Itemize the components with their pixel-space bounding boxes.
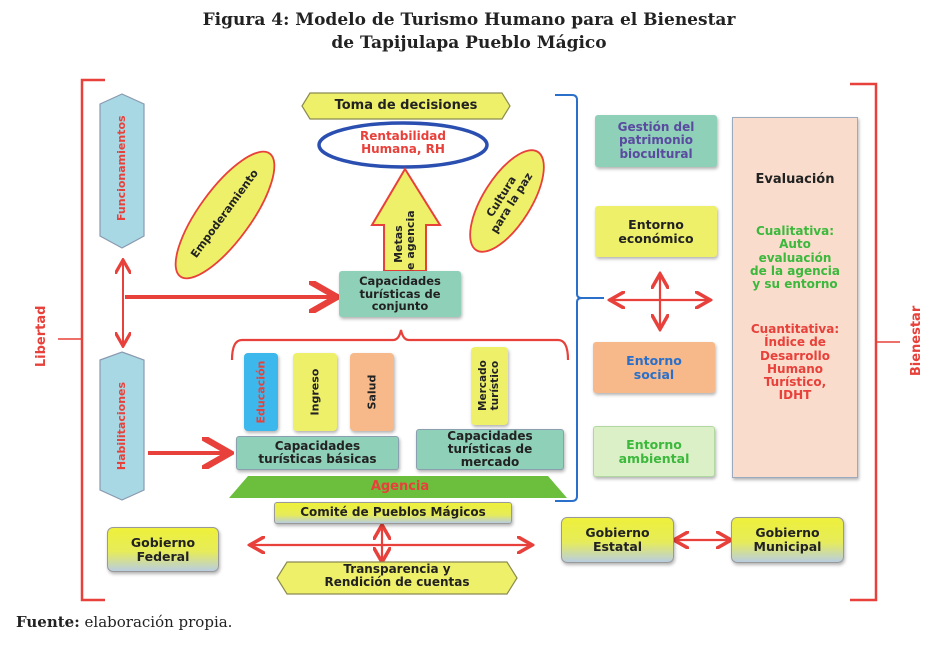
gobierno-federal-box: Gobierno Federal: [107, 527, 219, 572]
entorno-ambiental-box: Entorno ambiental: [593, 426, 715, 477]
mercado-turistico-label: Mercado turístico: [476, 360, 501, 412]
evaluacion-heading: Evaluación: [755, 172, 835, 187]
estatal-line2: Estatal: [592, 539, 643, 554]
capacidades-mercado-line1: Capacidades: [447, 428, 533, 443]
cualitativa-line2: Auto: [779, 237, 811, 252]
pillar-salud-label: Salud: [364, 374, 378, 410]
entorno-social-box: Entorno social: [593, 342, 715, 393]
gestion-line2: patrimonio: [618, 133, 694, 148]
gestion-patrimonio-box: Gestión del patrimonio biocultural: [595, 115, 717, 167]
habilitaciones-shape: [99, 351, 145, 501]
capacidades-conjunto-line2: turísticas de: [359, 286, 441, 301]
gobierno-estatal-box: Gobierno Estatal: [561, 517, 674, 563]
cualitativa-block: Cualitativa: Auto evaluación de la agenc…: [750, 225, 840, 291]
cuantitativa-line3: Desarrollo: [760, 348, 830, 363]
libertad-label: Libertad: [33, 305, 49, 368]
habilitaciones-label: Habilitaciones: [114, 381, 128, 471]
municipal-line2: Municipal: [753, 539, 822, 554]
capacidades-conjunto-line3: conjunto: [371, 299, 429, 314]
pillar-ingreso-label: Ingreso: [307, 368, 321, 416]
capacidades-mercado-box: Capacidades turísticas de mercado: [416, 429, 564, 470]
capacidades-mercado-line3: mercado: [460, 455, 520, 470]
mercado-line2: turístico: [488, 361, 501, 411]
toma-decisiones-label: Toma de decisiones: [334, 98, 478, 113]
rentabilidad-line2: Humana, RH: [361, 142, 445, 157]
social-line1: Entorno: [626, 352, 682, 368]
capacidades-basicas-line2: turísticas básicas: [258, 452, 377, 466]
capacidades-conjunto-box: Capacidades turísticas de conjunto: [339, 271, 461, 317]
transparencia-shape: [276, 561, 518, 595]
cultura-ellipse: [469, 149, 545, 253]
rentabilidad-ellipse: [317, 121, 489, 169]
funcionamientos-shape: [99, 93, 145, 249]
mercado-line1: Mercado: [476, 360, 489, 412]
cuantitativa-line6: IDHT: [778, 388, 812, 403]
capacidades-basicas-box: Capacidades turísticas básicas: [236, 436, 399, 470]
pillar-mercado-turistico: Mercado turístico: [471, 347, 508, 425]
social-line2: social: [633, 366, 675, 382]
entorno-economico-box: Entorno económico: [595, 206, 717, 257]
cualitativa-line1: Cualitativa:: [755, 224, 835, 239]
gestion-line3: biocultural: [619, 146, 693, 161]
pillars-bracket: [230, 329, 570, 361]
estatal-line1: Gobierno: [585, 525, 650, 541]
comite-box: Comité de Pueblos Mágicos: [274, 502, 512, 524]
empoderamiento-ellipse: [174, 150, 276, 280]
source-label: Fuente:: [16, 613, 80, 631]
transparencia-line1: Transparencia y: [343, 562, 451, 576]
figure-title-line2: de Tapijulapa Pueblo Mágico: [331, 33, 607, 53]
source-text: elaboración propia.: [79, 613, 233, 631]
pillar-salud: Salud: [350, 353, 394, 431]
cuantitativa-line5: Turístico,: [763, 374, 827, 389]
evaluacion-box: Evaluación Cualitativa: Auto evaluación …: [732, 117, 858, 478]
economico-line1: Entorno: [628, 216, 684, 232]
rentabilidad-line1: Rentabilidad: [360, 129, 446, 143]
cuantitativa-line4: Humano: [767, 361, 823, 376]
bienestar-label: Bienestar: [908, 305, 924, 377]
source-note: Fuente: elaboración propia.: [16, 613, 232, 631]
rentabilidad-label: Rentabilidad Humana, RH: [330, 129, 476, 157]
transparencia-label: Transparencia y Rendición de cuentas: [290, 562, 504, 590]
funcionamientos-label: Funcionamientos: [114, 115, 128, 222]
federal-line2: Federal: [136, 548, 190, 564]
figure-title-line1: Figura 4: Modelo de Turismo Humano para …: [202, 10, 736, 30]
cuantitativa-line2: Índice de: [764, 335, 826, 350]
cuantitativa-block: Cuantitativa: Índice de Desarrollo Human…: [751, 323, 839, 402]
pillar-educacion-label: Educación: [253, 360, 267, 424]
economico-line2: económico: [618, 230, 694, 246]
transparencia-line2: Rendición de cuentas: [324, 575, 470, 590]
agencia-label: Agencia: [370, 479, 430, 494]
ambiental-line1: Entorno: [626, 436, 682, 452]
libertad-bracket: [80, 78, 105, 602]
cualitativa-line5: y su entorno: [752, 277, 838, 292]
capacidades-conjunto-line1: Capacidades: [359, 274, 441, 289]
municipal-line1: Gobierno: [755, 525, 820, 541]
metas-arrow-shape: [370, 167, 442, 272]
pillar-ingreso: Ingreso: [293, 353, 337, 431]
cuantitativa-line1: Cuantitativa:: [750, 322, 840, 337]
cualitativa-line3: evaluación: [758, 250, 832, 265]
agencia-shape: [229, 476, 567, 498]
ambiental-line2: ambiental: [618, 450, 690, 466]
cualitativa-line4: de la agencia: [750, 263, 840, 278]
capacidades-basicas-line1: Capacidades: [274, 438, 361, 453]
pillar-educacion: Educación: [244, 353, 278, 431]
gestion-line1: Gestión del: [617, 120, 695, 135]
gobierno-municipal-box: Gobierno Municipal: [731, 517, 844, 563]
blue-bracket: [555, 94, 604, 502]
federal-line1: Gobierno: [130, 534, 196, 550]
toma-decisiones-shape: [301, 92, 511, 120]
capacidades-mercado-line2: turísticas de: [447, 441, 533, 456]
